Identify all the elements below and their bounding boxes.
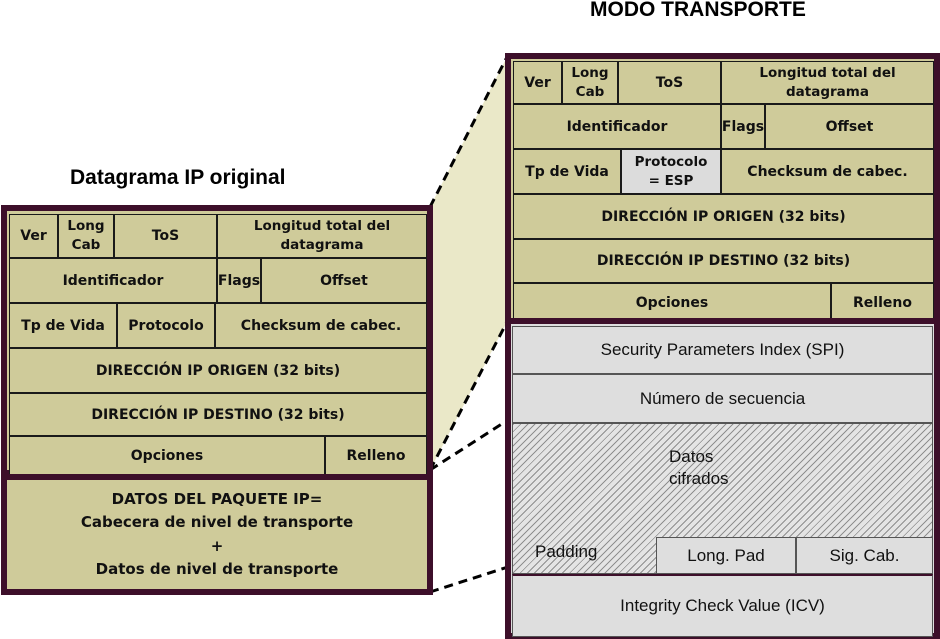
tm-field-checksum: Checksum de cabec.: [721, 149, 934, 194]
tm-field-ip-origen: DIRECCIÓN IP ORIGEN (32 bits): [513, 194, 934, 239]
original-ip-payload: DATOS DEL PAQUETE IP= Cabecera de nivel …: [1, 474, 433, 595]
field-ip-origen: DIRECCIÓN IP ORIGEN (32 bits): [9, 348, 427, 393]
field-flags: Flags: [217, 258, 261, 303]
esp-numero-secuencia: Número de secuencia: [512, 374, 933, 423]
tm-field-long-cab: Long Cab: [562, 61, 618, 104]
payload-line-2: Cabecera de nivel de transporte: [80, 513, 354, 531]
title-datagrama-original: Datagrama IP original: [70, 166, 286, 189]
projection-header-area: [430, 55, 508, 470]
transport-mode-ip-header: Ver Long Cab ToS Longitud total del data…: [505, 53, 940, 324]
payload-line-1: DATOS DEL PAQUETE IP=: [111, 489, 323, 508]
tm-field-relleno: Relleno: [831, 283, 934, 323]
tm-field-offset: Offset: [765, 104, 934, 149]
field-tos: ToS: [114, 214, 217, 258]
esp-datos-cifrados-label: Datos cifrados: [669, 447, 729, 488]
field-offset: Offset: [261, 258, 427, 303]
tm-field-flags: Flags: [721, 104, 765, 149]
projection-line-data-top: [429, 418, 509, 472]
tm-field-protocolo-esp: Protocolo = ESP: [621, 149, 721, 194]
payload-line-3: +: [210, 536, 224, 555]
projection-line-data-bottom: [429, 565, 509, 594]
field-longitud-total: Longitud total del datagrama: [217, 214, 427, 258]
tm-field-tp-vida: Tp de Vida: [513, 149, 621, 194]
field-protocolo: Protocolo: [117, 303, 215, 348]
tm-field-ip-destino: DIRECCIÓN IP DESTINO (32 bits): [513, 239, 934, 283]
field-ver: Ver: [9, 214, 58, 258]
title-modo-transporte: MODO TRANSPORTE: [590, 0, 806, 21]
projection-line-top: [428, 54, 510, 208]
original-ip-header: Ver Long Cab ToS Longitud total del data…: [1, 205, 433, 476]
esp-long-pad: Long. Pad: [656, 537, 796, 574]
field-checksum: Checksum de cabec.: [215, 303, 427, 348]
tm-field-ver: Ver: [513, 61, 562, 104]
field-long-cab: Long Cab: [58, 214, 114, 258]
esp-block: Security Parameters Index (SPI) Número d…: [505, 318, 940, 639]
esp-padding-label: Padding: [535, 542, 598, 561]
field-ip-destino: DIRECCIÓN IP DESTINO (32 bits): [9, 393, 427, 436]
field-opciones: Opciones: [9, 436, 325, 475]
tm-field-opciones: Opciones: [513, 283, 831, 323]
tm-field-tos: ToS: [618, 61, 721, 104]
tm-field-longitud-total: Longitud total del datagrama: [721, 61, 934, 104]
payload-line-4: Datos de nivel de transporte: [95, 560, 339, 578]
field-tp-vida: Tp de Vida: [9, 303, 117, 348]
esp-icv: Integrity Check Value (ICV): [512, 574, 933, 637]
field-relleno: Relleno: [325, 436, 427, 475]
field-identificador: Identificador: [9, 258, 217, 303]
projection-line-header-bottom: [428, 319, 510, 471]
tm-field-identificador: Identificador: [513, 104, 721, 149]
esp-sig-cab: Sig. Cab.: [796, 537, 933, 574]
esp-spi: Security Parameters Index (SPI): [512, 326, 933, 374]
